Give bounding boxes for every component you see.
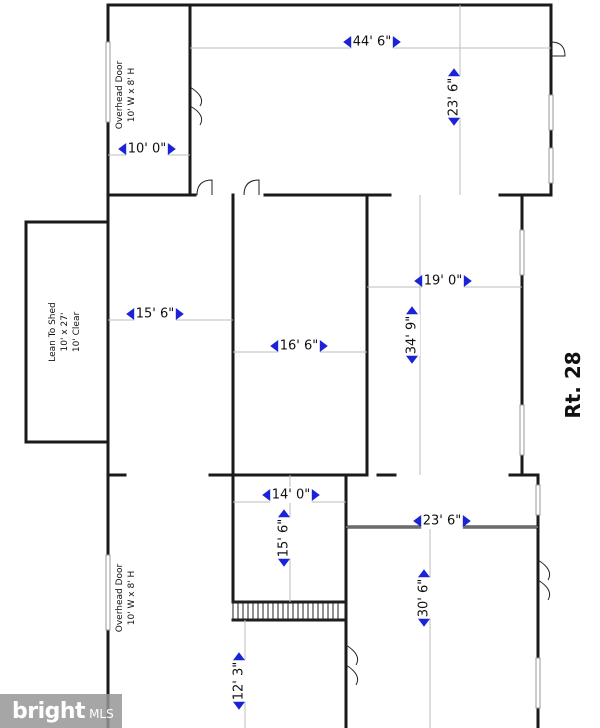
dimension-arrow-left-icon (278, 558, 290, 567)
dimension-text: 15' 6" (136, 307, 175, 322)
dim-23-6-top: 23' 6" (446, 68, 462, 126)
dim-44-6: 44' 6" (343, 34, 401, 50)
dimension-arrow-right-icon (311, 489, 320, 501)
windows (105, 41, 554, 709)
overhead-door-bottom-line2: 10' W x 8' H (127, 571, 137, 626)
lean-to-shed: Lean To Shed 10' x 27' 10' Clear (24, 220, 110, 444)
overhead-door-top-label: Overhead Door 10' W x 8' H (115, 60, 137, 129)
dimension-arrow-right-icon (462, 515, 471, 527)
dimension-arrow-left-icon (118, 143, 127, 155)
dimension-arrow-left-icon (406, 355, 418, 364)
dim-19-0: 19' 0" (414, 273, 472, 289)
dimension-arrow-right-icon (233, 652, 245, 661)
dimension-arrow-right-icon (406, 306, 418, 315)
dimension-label-bg (276, 517, 292, 559)
dimension-text: 19' 0" (424, 274, 463, 289)
dim-14-0: 14' 0" (262, 487, 320, 503)
dimension-text: 16' 6" (280, 339, 319, 354)
dimension-text: 30' 6" (417, 579, 432, 618)
dimension-text: 14' 0" (272, 488, 311, 503)
dimension-label-bg (134, 306, 176, 322)
dimension-arrow-right-icon (392, 36, 401, 48)
dimension-arrow-left-icon (413, 515, 422, 527)
dimension-label-bg (404, 314, 420, 356)
doors (189, 41, 566, 686)
dim-10-0: 10' 0" (118, 141, 176, 157)
dimension-text: 23' 6" (423, 514, 462, 529)
mls-watermark: bright MLS (0, 694, 122, 728)
dimension-text: 34' 9" (405, 316, 420, 355)
dim-15-6-left: 15' 6" (126, 306, 184, 322)
dimension-arrow-left-icon (262, 489, 271, 501)
dimension-text: 12' 3" (232, 662, 247, 701)
dimension-label-bg (422, 273, 464, 289)
dimension-label-bg (231, 660, 247, 702)
overhead-door-top-line2: 10' W x 8' H (127, 68, 137, 123)
dimension-label-bg (421, 513, 463, 529)
dim-34-9: 34' 9" (404, 306, 420, 364)
dimension-label-bg (416, 577, 432, 619)
dimension-arrow-left-icon (343, 36, 352, 48)
road-label-text: Rt. 28 (561, 351, 585, 418)
dimension-label-bg (126, 141, 168, 157)
shed-label-line1: Lean To Shed (48, 302, 58, 361)
overhead-door-bottom-label: Overhead Door 10' W x 8' H (115, 563, 137, 632)
dim-12-3: 12' 3" (231, 652, 247, 710)
dimension-arrow-left-icon (448, 117, 460, 126)
dimension-label-bg (278, 338, 320, 354)
dimension-arrow-right-icon (167, 143, 176, 155)
dimension-arrow-left-icon (414, 275, 423, 287)
dimension-arrow-left-icon (126, 308, 135, 320)
dim-16-6: 16' 6" (270, 338, 328, 354)
dimension-arrow-right-icon (448, 68, 460, 77)
dimension-arrow-right-icon (319, 340, 328, 352)
dimension-labels: 44' 6" 23' 6" 10' 0" 15' 6" 16' 6" 19' 0" 34' … (118, 34, 472, 710)
overhead-door-top-line1: Overhead Door (115, 60, 125, 129)
dimension-label-bg (351, 34, 393, 50)
stairs (232, 601, 347, 621)
dimension-label-bg (270, 487, 312, 503)
dim-23-6-bottom: 23' 6" (413, 513, 471, 529)
dimension-arrow-left-icon (418, 618, 430, 627)
dimension-arrow-right-icon (278, 509, 290, 518)
dim-30-6: 30' 6" (416, 569, 432, 627)
dimension-arrow-left-icon (270, 340, 279, 352)
shed-label-line3: 10' Clear (72, 312, 82, 353)
dimension-arrow-right-icon (463, 275, 472, 287)
dimension-text: 44' 6" (353, 35, 392, 50)
dimension-text: 10' 0" (128, 142, 167, 157)
watermark-suffix: MLS (89, 707, 114, 721)
dimension-arrow-right-icon (175, 308, 184, 320)
dimension-arrow-left-icon (233, 701, 245, 710)
overhead-door-bottom-line1: Overhead Door (115, 563, 125, 632)
dimension-arrow-right-icon (418, 569, 430, 578)
dim-15-6-mid: 15' 6" (276, 509, 292, 567)
watermark-logo: bright (12, 698, 86, 724)
dimension-label-bg (446, 76, 462, 118)
dimension-text: 23' 6" (447, 78, 462, 117)
dimension-text: 15' 6" (277, 519, 292, 558)
shed-label-line2: 10' x 27' (60, 313, 70, 352)
road-label: Rt. 28 (561, 351, 585, 418)
